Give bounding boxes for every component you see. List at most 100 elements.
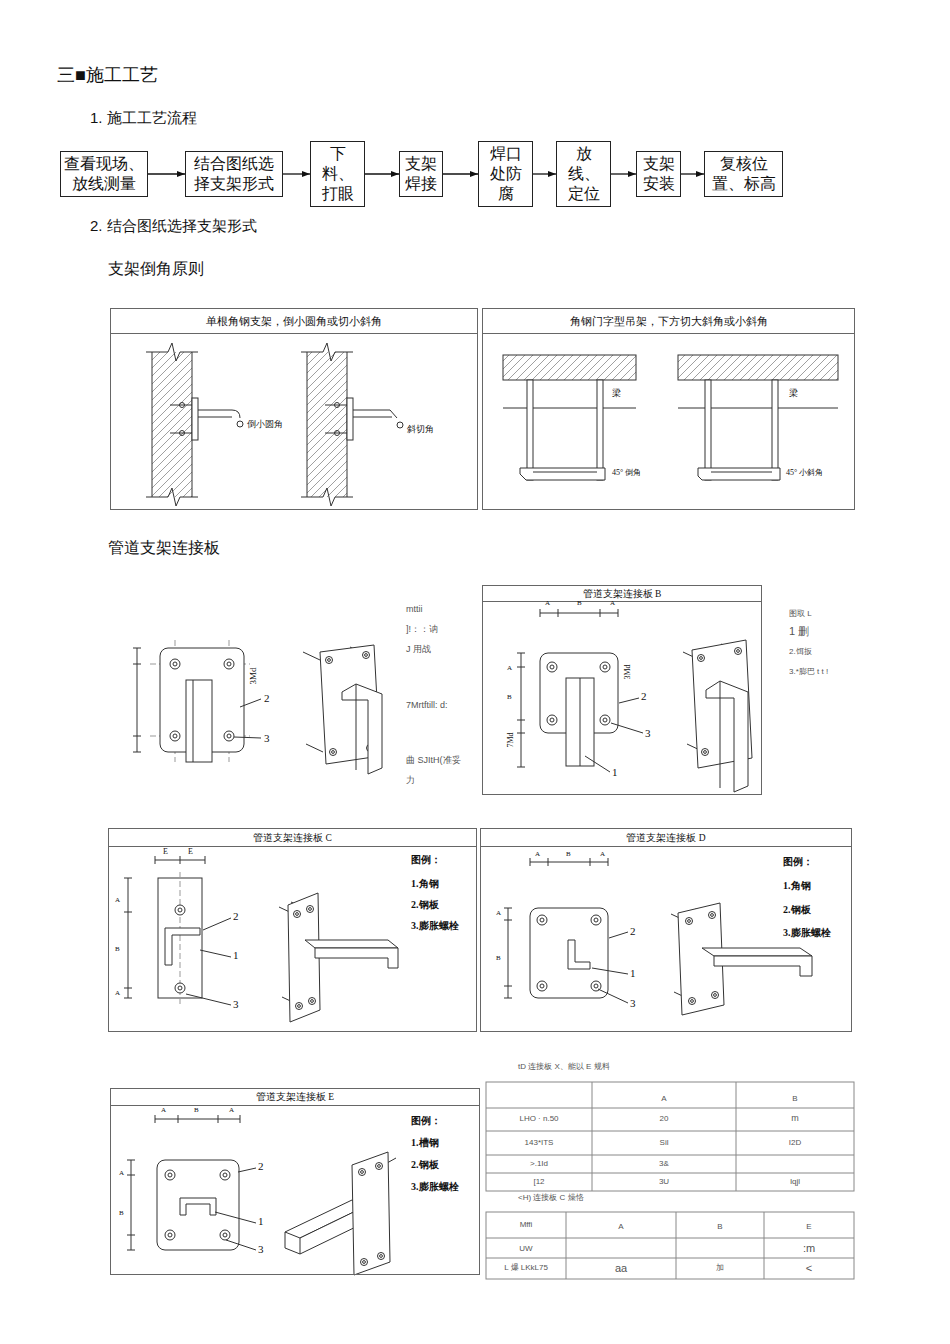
legend-item: 1.槽钢: [411, 1136, 439, 1150]
legend-item: 2.钢板: [411, 898, 439, 912]
flow-arrow: [443, 173, 478, 174]
annotation: E: [806, 1223, 811, 1232]
process-box: 支架焊接: [399, 151, 443, 197]
annotation: L 爆 LKkL75: [504, 1264, 548, 1273]
panel-heading: 管道支架连接板 D: [481, 829, 851, 847]
annotation: aa: [615, 1262, 627, 1274]
annotation: 3&: [659, 1160, 669, 1169]
annotation: 3: [258, 1243, 264, 1255]
annotation: 1: [258, 1215, 264, 1227]
annotation: 1: [630, 967, 636, 979]
annotation: E: [188, 848, 193, 857]
annotation: B: [792, 1095, 797, 1104]
legend-item: 图例：: [411, 1114, 441, 1128]
annotation: 7Mrtftill: d:: [406, 701, 448, 711]
annotation: A: [115, 897, 120, 905]
annotation: A: [545, 600, 550, 608]
annotation: <: [806, 1262, 812, 1274]
process-box: 焊口处防腐: [478, 141, 533, 207]
annotation: mttii: [406, 605, 423, 615]
legend-item: 3.膨胀螺栓: [411, 1180, 459, 1194]
section-heading: 管道支架连接板: [108, 539, 220, 557]
annotation: LHO · n.50: [519, 1115, 558, 1124]
legend-item: 图例：: [411, 853, 441, 867]
annotation: B: [194, 1107, 199, 1115]
annotation: 倒小圆角: [247, 420, 283, 430]
annotation: 斜切角: [407, 425, 434, 435]
process-box: 支架安装: [636, 151, 681, 197]
annotation: 2: [258, 1160, 264, 1172]
process-label: 查看现场、放线测量: [63, 154, 145, 194]
figure-panel: 管道支架连接板 D图例：1.角钢2.钢板3.膨胀螺栓: [480, 828, 852, 1032]
annotation: 143*ITS: [525, 1139, 554, 1148]
process-box: 结合图纸选择支架形式: [185, 151, 283, 197]
annotation: 2: [264, 692, 270, 704]
legend-item: 1.角钢: [411, 877, 439, 891]
annotation: 梁: [612, 389, 621, 399]
annotation: m: [791, 1114, 799, 1124]
legend-item: 图例：: [783, 855, 813, 869]
annotation: Iqjl: [790, 1178, 800, 1187]
annotation: 2: [630, 925, 636, 937]
legend-item: 2.钢板: [783, 903, 811, 917]
process-box: 下料、打眼: [310, 141, 365, 207]
annotation: A: [119, 1170, 124, 1178]
process-label: 放线、定位: [560, 144, 607, 204]
annotation: 7Md: [507, 732, 516, 747]
annotation: ]!：：讷: [406, 625, 438, 635]
flow-arrow: [283, 173, 310, 174]
annotation: 3Md: [624, 664, 633, 679]
figure-panel: 管道支架连接板 B: [482, 585, 762, 795]
process-label: 焊口处防腐: [482, 144, 529, 204]
annotation: A: [161, 1107, 166, 1115]
legend-item: 2.钢板: [411, 1158, 439, 1172]
annotation: 加: [716, 1264, 724, 1273]
figure-panel: 单根角钢支架，倒小圆角或切小斜角: [110, 308, 478, 510]
legend-item: 3.膨胀螺栓: [783, 926, 831, 940]
annotation: A: [115, 990, 120, 998]
annotation: Mffi: [520, 1221, 533, 1230]
annotation: 3: [233, 998, 239, 1010]
annotation: I2D: [789, 1139, 801, 1148]
flow-arrow: [148, 173, 185, 174]
annotation: E: [163, 848, 168, 857]
annotation: A: [661, 1095, 666, 1104]
process-label: 支架安装: [640, 154, 677, 194]
annotation: tD 连接板 X、能以 E 规料: [518, 1063, 610, 1072]
panel-heading: 管道支架连接板 B: [483, 586, 761, 602]
annotation: 45° 小斜角: [786, 469, 823, 478]
annotation: A: [507, 665, 512, 673]
annotation: 力: [406, 776, 415, 786]
flow-arrow: [365, 173, 399, 174]
panel-heading: 管道支架连接板 C: [109, 829, 476, 847]
process-label: 复核位置、标高: [710, 154, 777, 194]
flow-arrow: [611, 173, 636, 174]
process-label: 结合图纸选择支架形式: [188, 154, 280, 194]
annotation: 3U: [659, 1178, 669, 1187]
annotation: 3: [630, 997, 636, 1009]
annotation: B: [119, 1210, 124, 1218]
annotation: 2: [641, 690, 647, 702]
flow-arrow: [681, 173, 704, 174]
annotation: 3Md: [249, 667, 259, 684]
annotation: :m: [803, 1242, 815, 1254]
process-label: 支架焊接: [403, 154, 439, 194]
annotation: B: [566, 851, 571, 859]
annotation: 1: [233, 949, 239, 961]
process-box: 复核位置、标高: [704, 151, 783, 197]
annotation: 3: [264, 732, 270, 744]
annotation: <H) 连接板 C 燥恪: [518, 1194, 584, 1203]
section-heading: 支架倒角原则: [108, 260, 204, 278]
annotation: A: [496, 910, 501, 918]
figure-panel: 管道支架连接板 C图例：1.角钢2.钢板3.膨胀螺栓: [108, 828, 477, 1032]
annotation: B: [507, 694, 512, 702]
annotation: 曲 SJItH(准妥: [406, 756, 461, 766]
annotation: >.1Id: [530, 1160, 548, 1169]
annotation: 45° 倒角: [612, 469, 641, 478]
section-heading: 2. 结合图纸选择支架形式: [90, 218, 257, 235]
panel-heading: 单根角钢支架，倒小圆角或切小斜角: [111, 309, 477, 334]
annotation: Sil: [660, 1139, 669, 1148]
figure-panel: 角钢门字型吊架，下方切大斜角或小斜角: [482, 308, 855, 510]
annotation: B: [717, 1223, 722, 1232]
